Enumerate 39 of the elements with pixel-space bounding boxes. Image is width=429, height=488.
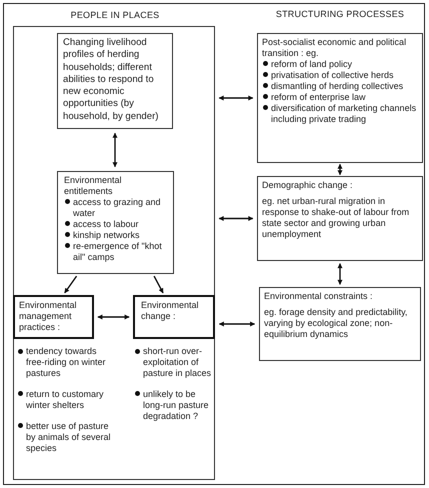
arrow <box>218 96 254 100</box>
text-box <box>257 33 423 163</box>
bullet-item: re-emergence of "khot ail" camps <box>64 240 169 263</box>
box-heading: Post-socialist economic and political transition : eg. <box>262 37 408 59</box>
bullet-item: unlikely to be long-run pasture degradation ? <box>134 388 214 422</box>
text-box <box>259 287 421 361</box>
text-box <box>57 171 174 274</box>
bullet-item: diversification of marketing channels including private trading <box>262 102 418 125</box>
arrow <box>153 276 164 294</box>
bullet-item: better use of pasture by animals of several species <box>17 420 115 454</box>
text-box <box>257 176 423 261</box>
bullet-item: reform of enterprise law <box>262 92 418 103</box>
box-heading: Environmental change : <box>141 300 200 322</box>
arrow <box>112 132 118 168</box>
box-heading: Changing livelihood profiles of herding households; different abilities to respond to new economic opportunities (by household, by gender) <box>63 37 160 123</box>
arrow <box>218 216 254 221</box>
text-box <box>57 33 173 129</box>
bullet-item: reform of land policy <box>262 58 418 70</box>
arrow <box>218 322 256 326</box>
bullet-item: tendency towards free-riding on winter pastures <box>17 346 115 379</box>
text-box <box>13 295 94 339</box>
bullet-item: return to customary winter shelters <box>17 388 115 411</box>
box-text: eg. net urban-rural migration in response to shake-out of labour from state sector and growing urban unemployment <box>262 196 410 240</box>
box-heading: Environmental constraints : <box>264 291 374 302</box>
box-heading: Demographic change : <box>262 180 354 191</box>
box-heading: Environmental management practices : <box>19 300 78 333</box>
bullet-item: kinship networks <box>64 230 169 241</box>
box-text: eg. forage density and predictability, varying by ecological zone; non-equilibrium dynamics <box>264 306 408 340</box>
bullet-item: dismantling of herding collectives <box>262 80 418 92</box>
column-heading: PEOPLE IN PLACES <box>70 10 160 21</box>
text-box <box>133 295 215 339</box>
bullet-item: access to labour <box>64 218 169 230</box>
column-heading: STRUCTURING PROCESSES <box>274 9 406 20</box>
arrow <box>64 276 78 294</box>
bullet-item: privatisation of collective herds <box>262 70 418 81</box>
bullet-item: short-run over-exploitation of pasture in places <box>134 346 214 379</box>
arrow <box>338 263 342 285</box>
arrow <box>338 164 342 176</box>
arrow <box>97 314 130 320</box>
